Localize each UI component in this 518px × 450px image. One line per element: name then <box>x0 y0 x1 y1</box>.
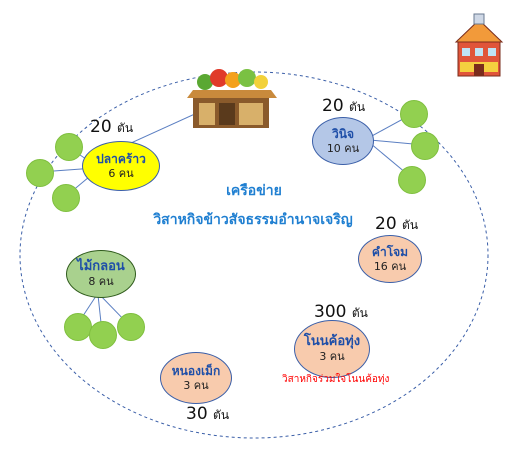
member-circle <box>117 313 145 341</box>
group-count-mai-klon: 8 คน <box>88 275 114 289</box>
tonnage-label-winit: 20 ตัน <box>322 96 366 116</box>
group-count-nong-mek: 3 คน <box>183 378 209 392</box>
group-name-non-kho-thung: โนนค้อทุ่ง <box>303 334 361 349</box>
group-name-kham-chom: คำโจม <box>371 244 409 259</box>
group-count-kham-chom: 16 คน <box>373 259 407 273</box>
group-node-non-kho-thung: โนนค้อทุ่ง 3 คน <box>294 320 370 378</box>
network-title-line1: เครือข่าย <box>226 183 282 199</box>
member-circle <box>52 184 80 212</box>
group-node-nong-mek: หนองเม็ก 3 คน <box>160 352 232 404</box>
tonnage-label-nong-mek: 30 ตัน <box>186 404 230 424</box>
market-stall-icon <box>187 68 279 130</box>
network-title-line2: วิสาหกิจข้าวสัจธรรมอำนาจเจริญ <box>153 212 353 228</box>
group-node-kham-chom: คำโจม 16 คน <box>358 235 422 283</box>
member-circle <box>89 321 117 349</box>
group-node-pla-krao: ปลาคร้าว 6 คน <box>82 141 160 191</box>
member-circle <box>55 133 83 161</box>
tonnage-label-non-kho-thung: 300 ตัน <box>314 302 368 322</box>
group-count-non-kho-thung: 3 คน <box>319 350 345 364</box>
member-circle <box>64 313 92 341</box>
group-node-winit: วินิจ 10 คน <box>312 117 374 165</box>
group-name-winit: วินิจ <box>332 126 354 141</box>
group-node-mai-klon: ไม้กลอน 8 คน <box>66 250 136 298</box>
group-count-pla-krao: 6 คน <box>108 166 134 180</box>
member-circle <box>400 100 428 128</box>
school-building-icon <box>454 12 504 80</box>
group-name-pla-krao: ปลาคร้าว <box>96 151 146 166</box>
member-circle <box>26 159 54 187</box>
member-circle <box>398 166 426 194</box>
group-name-nong-mek: หนองเม็ก <box>171 363 221 378</box>
group-name-mai-klon: ไม้กลอน <box>77 259 125 274</box>
tonnage-label-kham-chom: 20 ตัน <box>375 214 419 234</box>
group-count-winit: 10 คน <box>326 141 360 155</box>
member-circle <box>411 132 439 160</box>
group-note-non-kho-thung: วิสาหกิจร่วมใจโนนค้อทุ่ง <box>282 374 390 385</box>
tonnage-label-pla-krao: 20 ตัน <box>90 117 134 137</box>
